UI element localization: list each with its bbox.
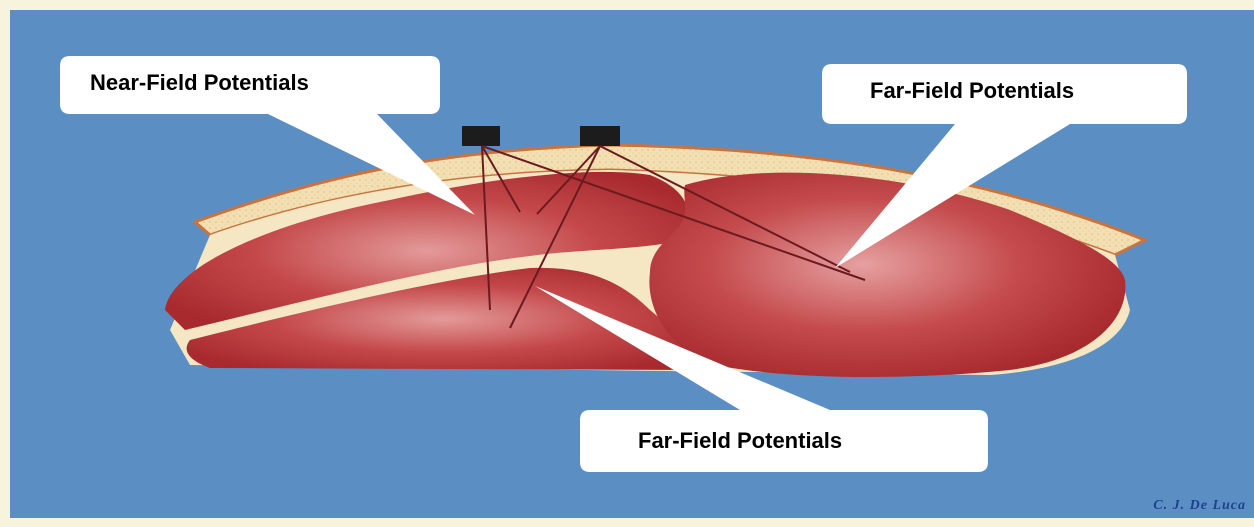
callout-label-far-field-right: Far-Field Potentials — [870, 78, 1074, 104]
author-signature: C. J. De Luca — [1153, 498, 1246, 514]
callout-label-near-field: Near-Field Potentials — [90, 70, 309, 96]
callout-label-far-field-bottom: Far-Field Potentials — [638, 428, 842, 454]
muscle-fascicle-right — [649, 173, 1125, 377]
electrode-left — [462, 126, 500, 146]
diagram-panel: Near-Field Potentials Far-Field Potentia… — [10, 10, 1254, 518]
electrode-right — [580, 126, 620, 146]
